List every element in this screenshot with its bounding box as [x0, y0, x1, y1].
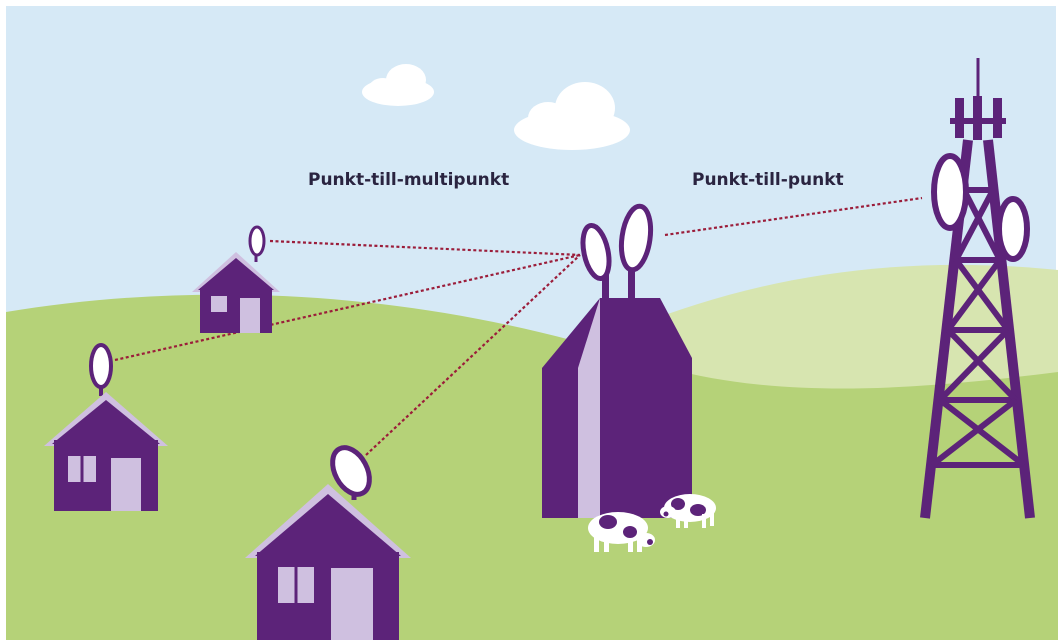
dish-antenna-icon [250, 227, 264, 255]
point-to-point-label: Punkt-till-punkt [692, 170, 844, 190]
point-to-multipoint-label: Punkt-till-multipunkt [308, 170, 509, 190]
dish-antenna-icon [91, 345, 111, 387]
dish-antenna-icon [934, 156, 966, 228]
dish-antenna-icon [999, 199, 1027, 259]
